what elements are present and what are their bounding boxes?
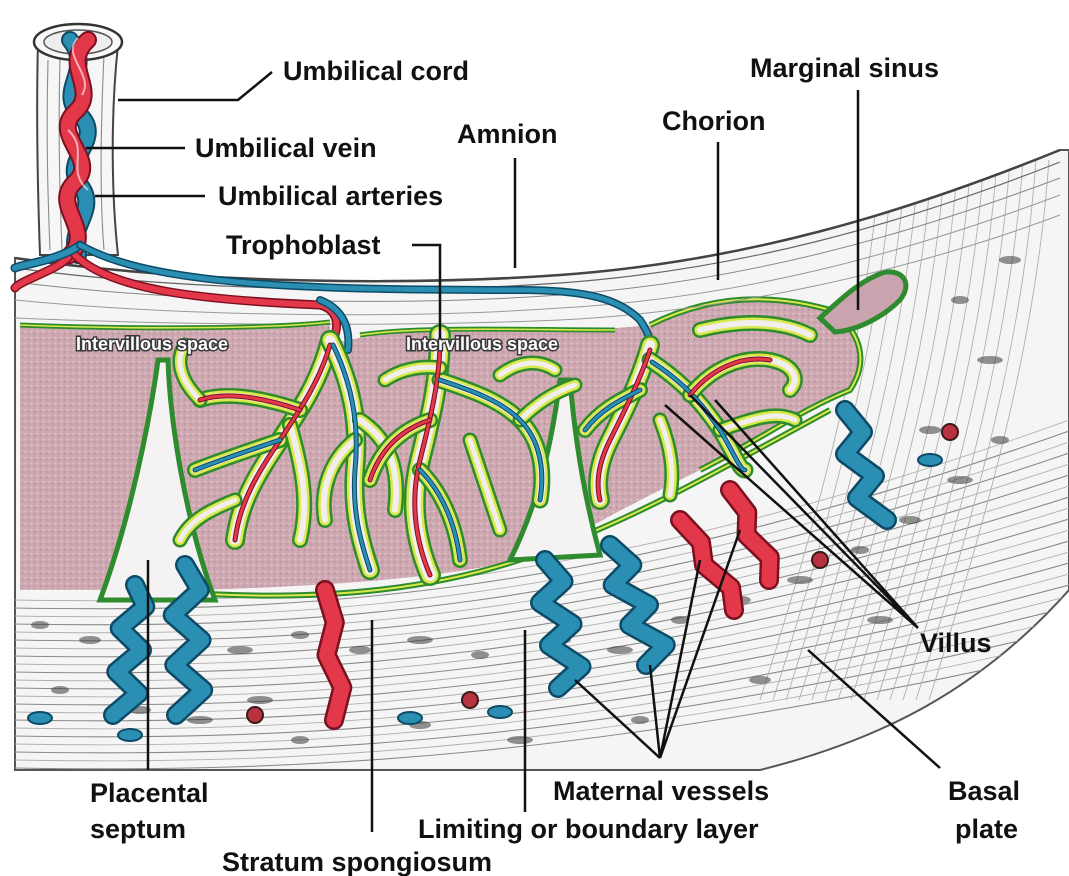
tissue-cell: [291, 631, 309, 639]
label-trophoblast: Trophoblast: [226, 230, 381, 260]
tissue-cell: [899, 516, 921, 524]
umbilical-cord: [34, 24, 122, 255]
label-intervillous-space-left: Intervillous space: [76, 334, 228, 354]
label-limiting-layer: Limiting or boundary layer: [418, 814, 759, 844]
label-placental-septum-1: Placental: [90, 778, 209, 808]
tissue-cell: [247, 696, 273, 704]
tissue-cell: [851, 546, 869, 554]
label-stratum-spongiosum: Stratum spongiosum: [222, 847, 492, 876]
tissue-cell: [867, 616, 893, 624]
tissue-cell: [227, 646, 253, 654]
tissue-cell: [607, 646, 633, 654]
tissue-cell: [991, 436, 1009, 444]
tissue-cell: [919, 426, 941, 434]
label-villus: Villus: [920, 628, 992, 658]
tissue-vessel-section: [247, 707, 263, 723]
label-placental-septum-2: septum: [90, 814, 186, 844]
label-umbilical-vein: Umbilical vein: [195, 133, 377, 163]
label-umbilical-cord: Umbilical cord: [283, 56, 469, 86]
tissue-cell: [999, 256, 1021, 264]
tissue-cell: [947, 476, 973, 484]
tissue-cell: [31, 621, 49, 629]
tissue-cell: [349, 646, 371, 654]
tissue-cell: [79, 636, 101, 644]
label-chorion: Chorion: [662, 106, 765, 136]
label-umbilical-arteries: Umbilical arteries: [218, 181, 443, 211]
tissue-cell: [187, 716, 213, 724]
tissue-vessel-section: [942, 424, 958, 440]
tissue-vessel-section: [488, 706, 512, 718]
label-marginal-sinus: Marginal sinus: [750, 53, 939, 83]
label-maternal-vessels: Maternal vessels: [553, 776, 769, 806]
tissue-cell: [51, 686, 69, 694]
tissue-cell: [787, 576, 813, 584]
tissue-cell: [977, 356, 1003, 364]
tissue-vessel-section: [28, 712, 52, 724]
tissue-cell: [749, 676, 771, 684]
tissue-cell: [291, 736, 309, 744]
tissue-vessel-section: [918, 454, 942, 466]
tissue-cell: [951, 296, 969, 304]
label-basal-plate-1: Basal: [948, 776, 1020, 806]
tissue-cell: [407, 636, 433, 644]
tissue-vessel-section: [398, 712, 422, 724]
label-amnion: Amnion: [457, 119, 558, 149]
label-intervillous-space-center: Intervillous space: [406, 334, 558, 354]
label-basal-plate-2: plate: [955, 814, 1018, 844]
tissue-cell: [471, 651, 489, 659]
tissue-vessel-section: [812, 552, 828, 568]
tissue-cell: [507, 736, 533, 744]
tissue-cell: [631, 716, 649, 724]
tissue-vessel-section: [118, 729, 142, 741]
tissue-vessel-section: [462, 692, 478, 708]
